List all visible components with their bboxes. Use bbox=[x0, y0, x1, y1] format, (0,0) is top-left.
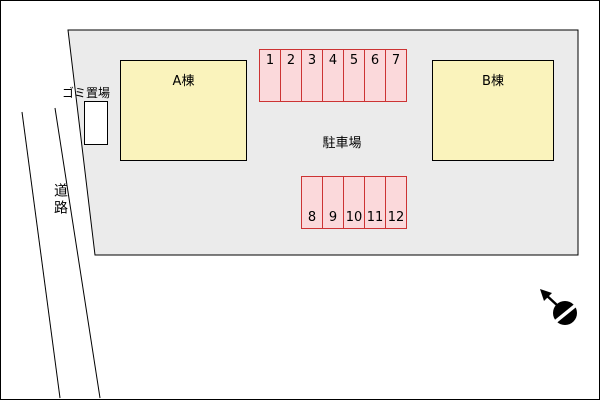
parking-space: 9 bbox=[322, 176, 344, 229]
parking-space-number: 5 bbox=[349, 53, 359, 68]
parking-lot-label: 駐車場 bbox=[322, 136, 362, 151]
parking-space-number: 9 bbox=[328, 210, 338, 225]
parking-space: 3 bbox=[301, 49, 323, 102]
parking-row-top: 1 2 3 4 5 6 7 bbox=[259, 49, 407, 102]
building-b: B棟 bbox=[432, 60, 554, 161]
parking-space-number: 3 bbox=[307, 53, 317, 68]
building-a: A棟 bbox=[120, 60, 247, 161]
parking-space: 1 bbox=[259, 49, 281, 102]
parking-space: 7 bbox=[385, 49, 407, 102]
garbage-area-label: ゴミ置場 bbox=[62, 86, 111, 100]
parking-space-number: 4 bbox=[328, 53, 338, 68]
parking-space-number: 2 bbox=[286, 53, 296, 68]
parking-space: 5 bbox=[343, 49, 365, 102]
road-line-left bbox=[21, 111, 61, 399]
parking-space: 4 bbox=[322, 49, 344, 102]
parking-space: 8 bbox=[301, 176, 323, 229]
parking-space-number: 7 bbox=[391, 53, 401, 68]
parking-row-bottom: 8 9 10 11 12 bbox=[301, 176, 407, 229]
parking-space: 12 bbox=[385, 176, 407, 229]
parking-space-number: 6 bbox=[370, 53, 380, 68]
parking-space: 6 bbox=[364, 49, 386, 102]
parking-space-number: 8 bbox=[307, 210, 317, 225]
parking-space: 2 bbox=[280, 49, 302, 102]
parking-space-number: 10 bbox=[345, 210, 363, 225]
building-a-label: A棟 bbox=[172, 74, 195, 89]
north-arrow-icon bbox=[540, 289, 578, 325]
parking-space-number: 11 bbox=[366, 210, 384, 225]
road-label: 道路 bbox=[52, 183, 68, 217]
parking-space: 10 bbox=[343, 176, 365, 229]
parking-space-number: 12 bbox=[387, 210, 405, 225]
parking-space-number: 1 bbox=[265, 53, 275, 68]
parking-space: 11 bbox=[364, 176, 386, 229]
building-b-label: B棟 bbox=[482, 74, 504, 89]
garbage-box bbox=[84, 101, 108, 145]
road-line-right bbox=[54, 107, 101, 399]
